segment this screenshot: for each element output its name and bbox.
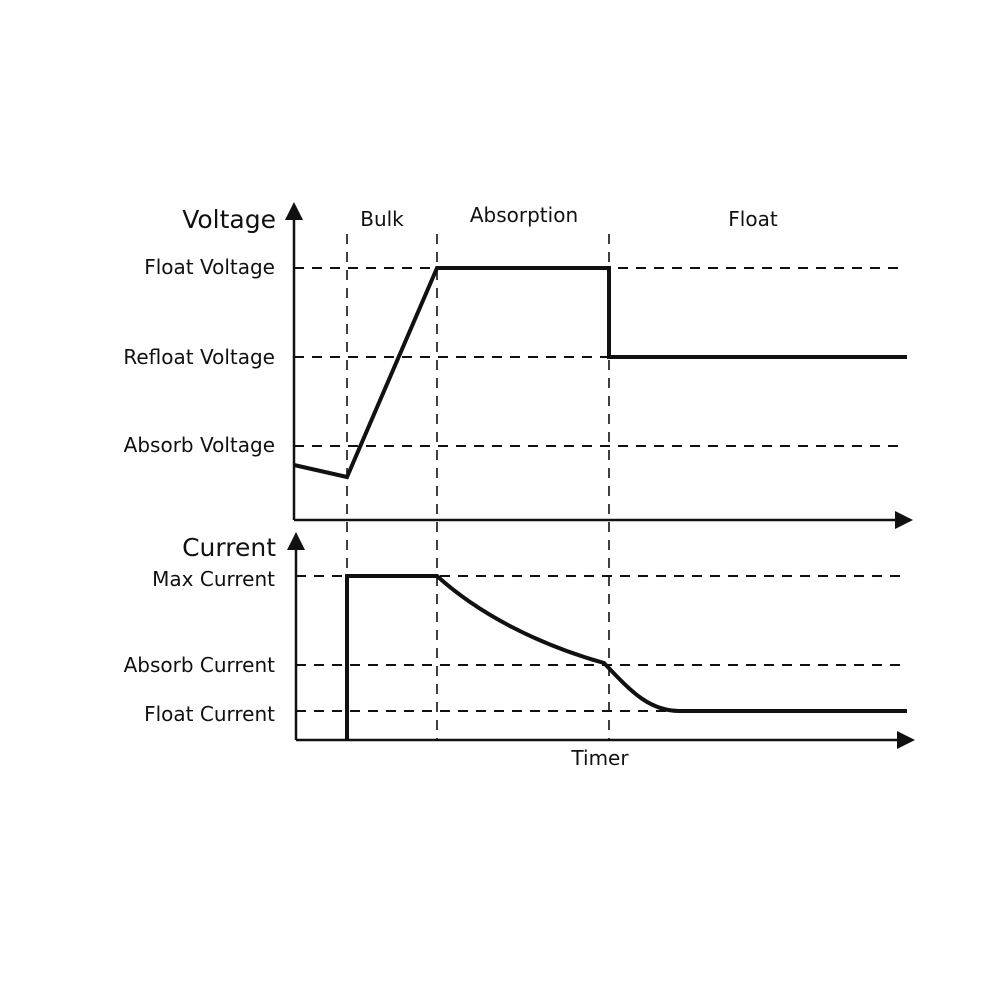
phase-label-float: Float xyxy=(728,207,778,231)
voltage-axis-label: Voltage xyxy=(182,205,276,234)
phase-label-absorption: Absorption xyxy=(470,203,578,227)
current-axis-label: Current xyxy=(182,533,276,562)
current-x-arrow-icon xyxy=(897,731,915,749)
current-y-arrow-icon xyxy=(287,532,305,550)
level-absorb-voltage: Absorb Voltage xyxy=(124,433,275,457)
voltage-y-arrow-icon xyxy=(285,202,303,220)
level-float-voltage: Float Voltage xyxy=(144,255,275,279)
phase-label-bulk: Bulk xyxy=(360,207,404,231)
voltage-x-arrow-icon xyxy=(895,511,913,529)
level-refloat-voltage: Refloat Voltage xyxy=(123,345,275,369)
x-axis-label-timer: Timer xyxy=(570,746,629,770)
level-absorb-current: Absorb Current xyxy=(124,653,276,677)
current-series-line xyxy=(345,574,907,740)
level-max-current: Max Current xyxy=(152,567,275,591)
level-float-current: Float Current xyxy=(144,702,275,726)
voltage-series-line xyxy=(293,266,907,480)
